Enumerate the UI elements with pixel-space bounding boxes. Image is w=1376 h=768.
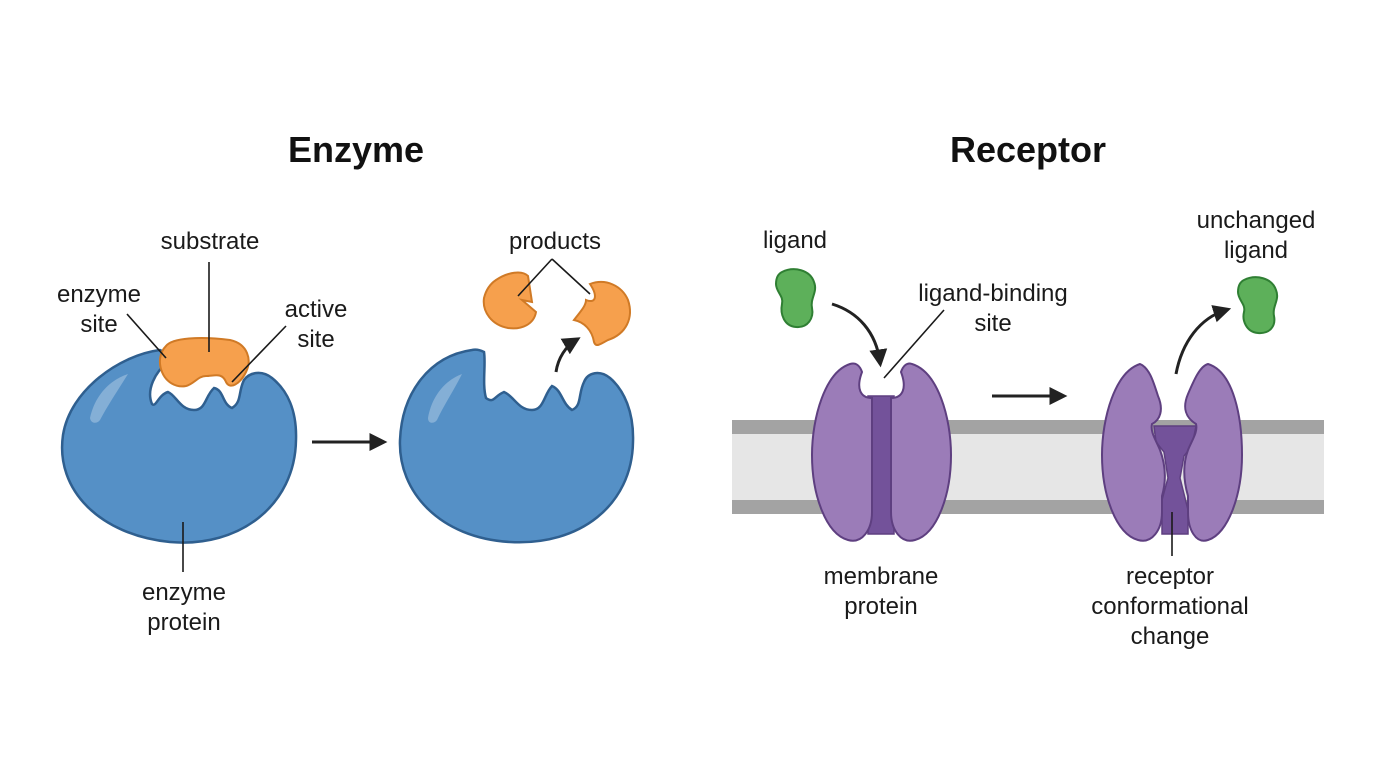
binding-site-leader [883, 309, 945, 379]
conformational-change-label-line2: conformational [1091, 593, 1248, 620]
membrane-protein-label-line2: protein [844, 593, 917, 620]
enzyme-site-label-line2: site [80, 311, 117, 338]
membrane-protein [810, 362, 953, 542]
product-release-arrow [554, 337, 581, 373]
product-right-shape [572, 281, 631, 347]
free-enzyme-shape [398, 348, 635, 544]
enzyme-title: Enzyme [288, 129, 424, 170]
substrate-label: substrate [161, 228, 260, 255]
receptor-panel: Receptor ligand ligand-binding site memb… [732, 129, 1324, 650]
enzyme-highlight [90, 374, 128, 423]
products-leader-right [551, 258, 591, 295]
active-site-leader [231, 325, 287, 383]
ligand-release-arrow [1174, 305, 1232, 375]
active-site-label: active [285, 296, 348, 323]
changed-receptor [1100, 362, 1244, 542]
changed-receptor-left-lobe [1100, 362, 1166, 542]
enzyme-site-label: enzyme [57, 281, 141, 308]
enzyme-with-substrate [60, 337, 298, 544]
receptor-right-lobe [890, 362, 953, 542]
substrate-shape [158, 337, 250, 388]
changed-receptor-right-lobe [1183, 362, 1244, 542]
product-left-shape [482, 271, 538, 330]
products [482, 271, 631, 347]
receptor-title: Receptor [950, 129, 1106, 170]
products-label: products [509, 228, 601, 255]
unchanged-ligand-label: unchanged [1197, 207, 1316, 234]
unchanged-ligand-shape [1236, 276, 1279, 335]
unchanged-ligand-label-line2: ligand [1224, 237, 1288, 264]
products-leader-left [517, 258, 553, 297]
enzyme-protein-shape [60, 348, 298, 544]
membrane-protein-label: membrane [824, 563, 939, 590]
free-enzyme [398, 348, 635, 544]
binding-site-label: ligand-binding [918, 280, 1067, 307]
enzyme-protein-label-line2: protein [147, 609, 220, 636]
enzyme-panel: Enzyme substrate enzyme site active site… [57, 129, 635, 636]
ligand-label: ligand [763, 227, 827, 254]
conformational-change-label: receptor [1126, 563, 1214, 590]
ligand-binding-arrow [831, 302, 888, 368]
enzyme-site-leader [126, 313, 167, 359]
enzyme-protein-label: enzyme [142, 579, 226, 606]
free-enzyme-highlight [428, 374, 462, 423]
active-site-label-line2: site [297, 326, 334, 353]
binding-site-label-line2: site [974, 310, 1011, 337]
conformational-change-label-line3: change [1131, 623, 1210, 650]
ligand-shape [774, 268, 817, 329]
receptor-left-lobe [810, 362, 873, 542]
